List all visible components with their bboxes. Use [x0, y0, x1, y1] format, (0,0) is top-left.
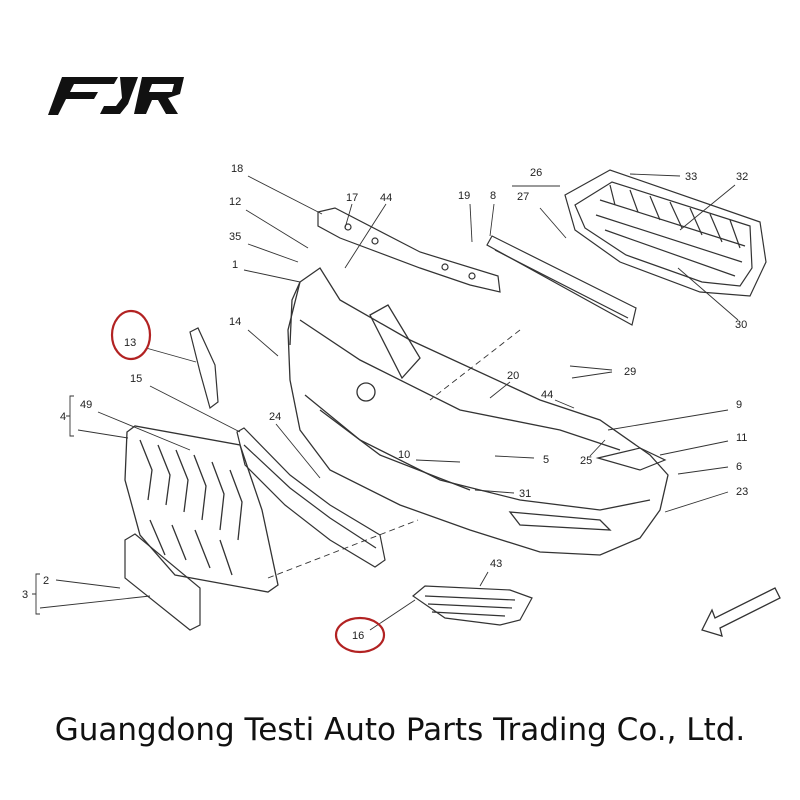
callout-2: 2	[43, 575, 49, 587]
brace-13	[189, 327, 219, 410]
highlight-circle-16	[334, 616, 386, 654]
callout-19: 19	[458, 190, 470, 202]
lower-trim-24	[236, 427, 386, 568]
fjr-logo	[48, 77, 184, 115]
callout-30: 30	[735, 319, 747, 331]
callout-26: 26	[530, 167, 542, 179]
callout-5: 5	[543, 454, 549, 466]
callout-13: 13	[124, 337, 136, 349]
callout-3: 3	[22, 589, 28, 601]
bumper-cover	[287, 267, 669, 556]
callout-27: 27	[517, 191, 529, 203]
callout-1: 1	[232, 259, 238, 271]
callout-4: 4	[60, 411, 66, 423]
callout-44: 44	[380, 192, 392, 204]
callout-9: 9	[736, 399, 742, 411]
callout-18: 18	[231, 163, 243, 175]
reinforcement-18	[317, 207, 501, 293]
callout-11: 11	[736, 432, 747, 444]
direction-arrow	[701, 587, 781, 637]
callout-33: 33	[685, 171, 697, 183]
callout-6: 6	[736, 461, 742, 473]
callout-32: 32	[736, 171, 748, 183]
callout-20: 20	[507, 370, 519, 382]
plate-holder-3	[124, 533, 201, 631]
callout-labels: 18 17 44 19 8 26 27 33 32 12 35 1 14 13 …	[22, 163, 748, 642]
callout-35: 35	[229, 231, 241, 243]
callout-10: 10	[398, 449, 410, 461]
callout-17: 17	[346, 192, 358, 204]
fog-lamp-11	[595, 447, 667, 471]
callout-12: 12	[229, 196, 241, 208]
callout-16: 16	[352, 630, 364, 642]
callout-29: 29	[624, 366, 636, 378]
callout-31: 31	[519, 488, 531, 500]
callout-43: 43	[490, 558, 502, 570]
callout-24: 24	[269, 411, 281, 423]
bracket-8	[486, 235, 637, 326]
callout-14: 14	[229, 316, 241, 328]
upper-grille	[564, 169, 767, 297]
callout-23: 23	[736, 486, 748, 498]
side-grille-4	[124, 425, 279, 593]
highlight-circle-13	[110, 309, 152, 361]
callout-49: 49	[80, 399, 92, 411]
callout-25: 25	[580, 455, 592, 467]
lower-grille-16	[412, 585, 533, 626]
callout-15: 15	[130, 373, 142, 385]
callout-44b: 44	[541, 389, 553, 401]
leader-lines	[32, 173, 739, 631]
company-name: Guangdong Testi Auto Parts Trading Co., …	[54, 712, 746, 748]
callout-8: 8	[490, 190, 496, 202]
